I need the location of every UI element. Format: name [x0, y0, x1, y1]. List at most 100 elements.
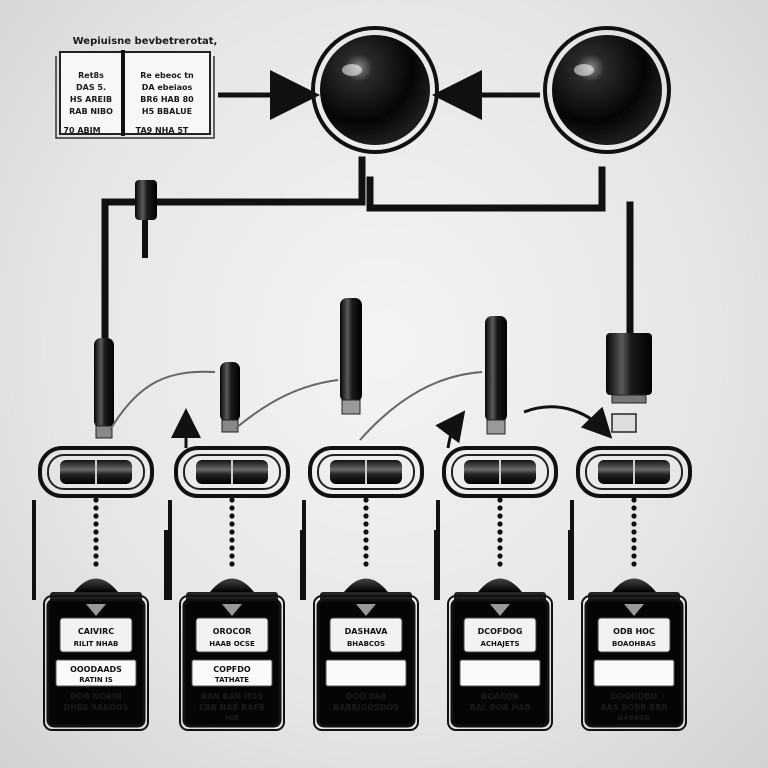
chain-bead: [497, 537, 503, 543]
chain-bead: [631, 561, 637, 567]
tank-bottom-extra: HIB: [225, 714, 239, 722]
tank-bottom-label: DOD 8AB: [346, 692, 387, 701]
chain-bead: [93, 505, 99, 511]
wire-2: [235, 379, 339, 429]
feed-arrow-3: [523, 405, 613, 439]
tank-mid-plate: [191, 659, 273, 687]
tube-outer-ring: [576, 446, 692, 498]
book-footer-left: 70 ABIM: [63, 126, 100, 135]
chain-5: [631, 497, 637, 567]
tank-mid-plate: [325, 659, 407, 687]
chain-bead: [93, 537, 99, 543]
tube-2: [174, 446, 290, 498]
sphere-right-ball: [552, 35, 662, 145]
tube-inner-ring: [183, 454, 281, 490]
pipe-network: [101, 156, 634, 349]
chain-bead: [363, 497, 369, 503]
tank-top-plate: [59, 617, 133, 653]
chain-bead: [229, 521, 235, 527]
tube-outer-ring: [308, 446, 424, 498]
chain-bead: [631, 537, 637, 543]
tank-bell: [344, 578, 388, 592]
sphere-right-highlight: [574, 64, 594, 76]
probe-4-body: [485, 316, 507, 422]
tank-top-sublabel: BOAOHBAS: [612, 640, 656, 648]
probe-1: [94, 338, 114, 439]
pipe-top-bridge: [366, 166, 606, 212]
chain-bead: [497, 521, 503, 527]
chain-bead: [363, 537, 369, 543]
tank-shell: [43, 595, 149, 731]
sphere-right-ring: [543, 26, 671, 154]
chain-3: [363, 497, 369, 567]
chain-1: [93, 497, 99, 567]
tank-top-label: ODB HOC: [613, 627, 655, 636]
tank-top-plate: [597, 617, 671, 653]
tube-inner-ring: [317, 454, 415, 490]
chain-bead: [229, 553, 235, 559]
chain-bead: [229, 505, 235, 511]
tank-top-label: OROCOR: [213, 627, 252, 636]
sphere-left-ball: [320, 35, 430, 145]
probe-4: [485, 316, 507, 435]
book-right-line: BR6 HAB 80: [140, 95, 194, 104]
wire-3: [359, 371, 483, 441]
chain-bead: [93, 561, 99, 567]
tube-row: [32, 446, 692, 600]
tube-4: [442, 446, 558, 498]
tank-spout: [222, 604, 242, 616]
tank-bell: [74, 578, 118, 592]
book-left-line: DAS 5.: [76, 83, 106, 92]
tank-spout: [624, 604, 644, 616]
chain-bead: [631, 497, 637, 503]
probe-5-tag: [611, 413, 637, 433]
chain-bead: [631, 553, 637, 559]
tank-bell: [478, 578, 522, 592]
probe-1-body: [94, 338, 114, 428]
chain-4: [497, 497, 503, 567]
tank-mid-label: OOODAADS: [70, 665, 122, 674]
chain-bead: [497, 513, 503, 519]
tube-outer-ring: [38, 446, 154, 498]
sphere-right: [543, 26, 671, 154]
probe-5-body: [606, 333, 652, 395]
tank-top-sublabel: ACHAJETS: [480, 640, 519, 648]
book-cover: [55, 56, 215, 139]
tank-spout: [86, 604, 106, 616]
probe-5: [606, 333, 652, 433]
pipe-sensor: [135, 180, 157, 220]
tank-mid-plate: [459, 659, 541, 687]
probe-wires: [109, 370, 483, 441]
chain-row: [93, 497, 637, 567]
tank-top-plate: [329, 617, 403, 653]
tube-outer-ring: [174, 446, 290, 498]
tank-bottom-extra: DABBAB: [618, 714, 651, 722]
chain-bead: [229, 561, 235, 567]
book-heading: Wepiuisne bevbetrerotat,: [73, 36, 218, 47]
tank-bottom-sublabel: BAL BOB HAB: [470, 703, 531, 712]
chain-bead: [363, 561, 369, 567]
probe-4-tip: [486, 419, 506, 435]
tube-3: [308, 446, 424, 498]
book-left-line: HS AREIB: [70, 95, 112, 104]
book-right-page: [123, 51, 211, 135]
chain-bead: [631, 521, 637, 527]
chain-bead: [229, 529, 235, 535]
tank-bottom-sublabel: DHBE 9ABOOS: [64, 703, 129, 712]
tank-bottom-sublabel: BAS BOBR BBB: [600, 703, 667, 712]
wire-1: [109, 370, 216, 431]
tank-top-label: CAIVIRC: [78, 627, 114, 636]
probe-2-body: [220, 362, 240, 422]
pipe-sensor-body: [135, 180, 157, 220]
tube-inner-ring: [451, 454, 549, 490]
chain-bead: [631, 545, 637, 551]
chain-bead: [229, 497, 235, 503]
tank-bell: [210, 578, 254, 592]
tank-mid-sublabel: TATHATE: [215, 676, 249, 684]
chain-bead: [363, 505, 369, 511]
